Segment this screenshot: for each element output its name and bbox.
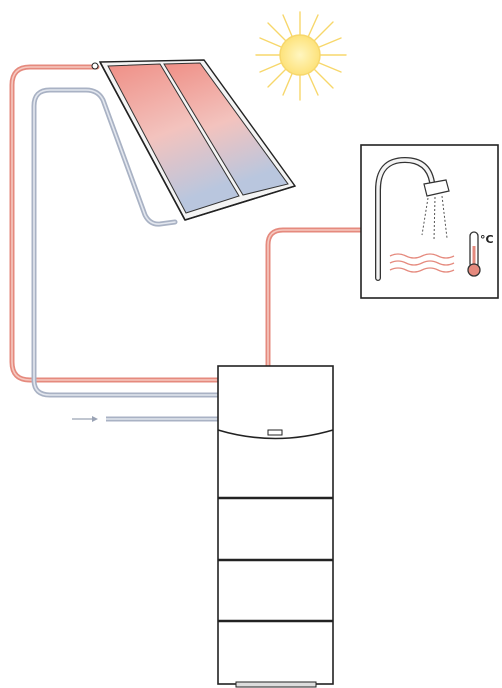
hot-return-pipe	[9, 64, 221, 383]
sun-icon	[255, 11, 347, 101]
solar-collector-panel	[91, 59, 297, 221]
cold-water-inlet	[72, 416, 218, 422]
cold-feed-pipe	[31, 87, 221, 398]
hot-water-tap-box: °C	[360, 144, 499, 299]
thermometer-icon: °C	[467, 231, 494, 277]
temperature-unit-label: °C	[480, 233, 494, 246]
hot-water-outlet-pipe	[265, 227, 361, 366]
shower-tap-icon	[375, 156, 450, 281]
hot-water-storage-tank	[217, 365, 334, 688]
heat-waves	[389, 253, 455, 273]
